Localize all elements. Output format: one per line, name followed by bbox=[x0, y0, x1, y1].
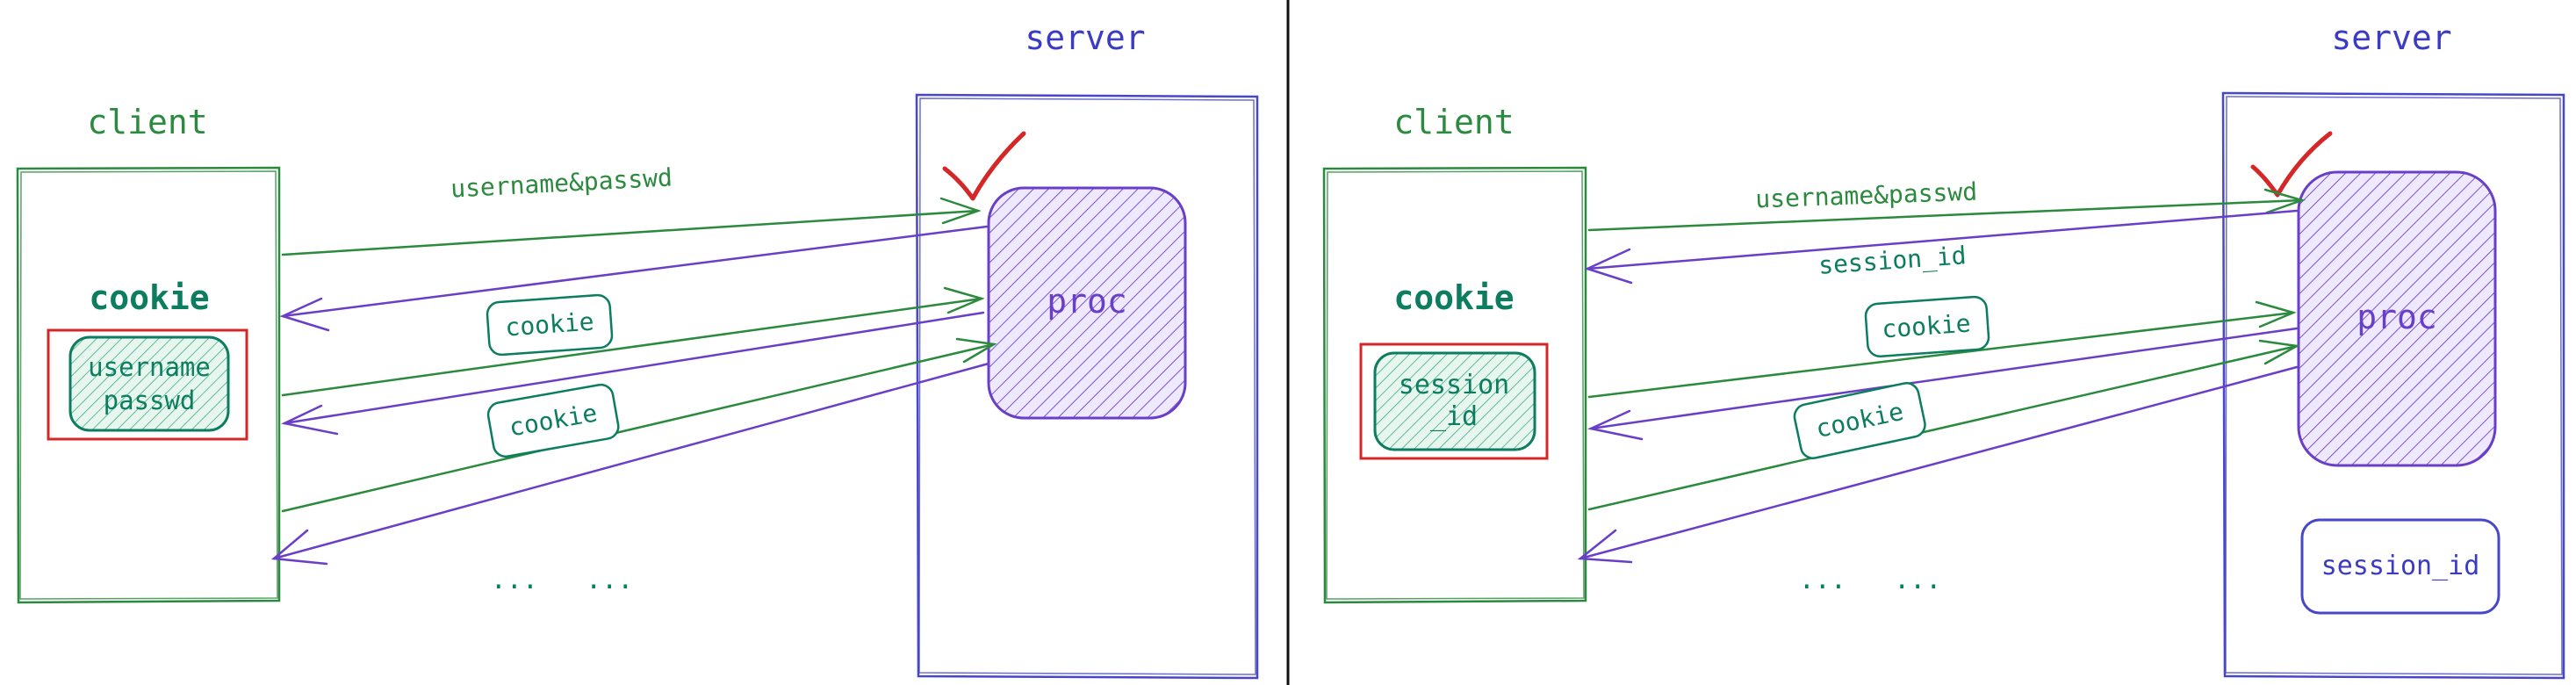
right-cookie-tag-1-label: cookie bbox=[1881, 309, 1971, 344]
right-client-title: client bbox=[1393, 103, 1514, 141]
left-server-box bbox=[915, 93, 1259, 680]
left-client-box bbox=[16, 166, 281, 604]
right-cookie-tag-1: cookie bbox=[1864, 295, 1990, 357]
right-session-store bbox=[2300, 518, 2500, 615]
right-cookie-highlight bbox=[1359, 342, 1549, 460]
right-cookie-value-line2: _id bbox=[1430, 401, 1478, 432]
right-arrow-label-session: session_id bbox=[1817, 241, 1968, 281]
right-cookie-value-line1: session bbox=[1399, 370, 1509, 400]
right-cookie-tag-2: cookie bbox=[1793, 382, 1926, 459]
right-response-arrows bbox=[1577, 209, 2299, 564]
right-server-title: server bbox=[2331, 18, 2451, 57]
right-check-icon bbox=[2250, 131, 2333, 198]
left-ellipsis: ... ... bbox=[491, 565, 634, 595]
left-client-title: client bbox=[87, 103, 207, 141]
left-proc-block bbox=[987, 186, 1187, 420]
left-panel: client server cookie username passwd pro… bbox=[16, 18, 1259, 680]
left-request-arrows bbox=[281, 197, 997, 513]
left-response-arrows bbox=[270, 225, 990, 566]
left-cookie-highlight bbox=[47, 328, 248, 441]
left-server-title: server bbox=[1025, 18, 1145, 57]
right-cookie-store bbox=[1373, 351, 1536, 451]
left-cookie-tag-2: cookie bbox=[486, 383, 620, 458]
right-client-box bbox=[1322, 166, 1587, 604]
right-request-arrows bbox=[1587, 188, 2306, 511]
right-proc-label: proc bbox=[2357, 298, 2437, 336]
left-cookie-tag-1-label: cookie bbox=[504, 307, 594, 342]
right-ellipsis: ... ... bbox=[1799, 565, 1942, 595]
right-cookie-title: cookie bbox=[1393, 278, 1514, 317]
left-check-icon bbox=[942, 131, 1026, 201]
left-proc-label: proc bbox=[1047, 282, 1127, 321]
right-server-box bbox=[2221, 91, 2565, 680]
left-cookie-store bbox=[68, 335, 230, 432]
right-arrow-label-login: username&passwd bbox=[1755, 177, 1978, 214]
left-cookie-value-line2: passwd bbox=[104, 386, 196, 415]
left-cookie-tag-1: cookie bbox=[486, 293, 614, 357]
left-arrow-label-login: username&passwd bbox=[450, 162, 673, 203]
left-cookie-value-line1: username bbox=[88, 352, 211, 382]
right-proc-block bbox=[2297, 170, 2497, 467]
right-session-store-label: session_id bbox=[2321, 551, 2480, 581]
right-panel: client server cookie session _id proc se… bbox=[1322, 18, 2565, 680]
left-cookie-title: cookie bbox=[89, 278, 209, 317]
